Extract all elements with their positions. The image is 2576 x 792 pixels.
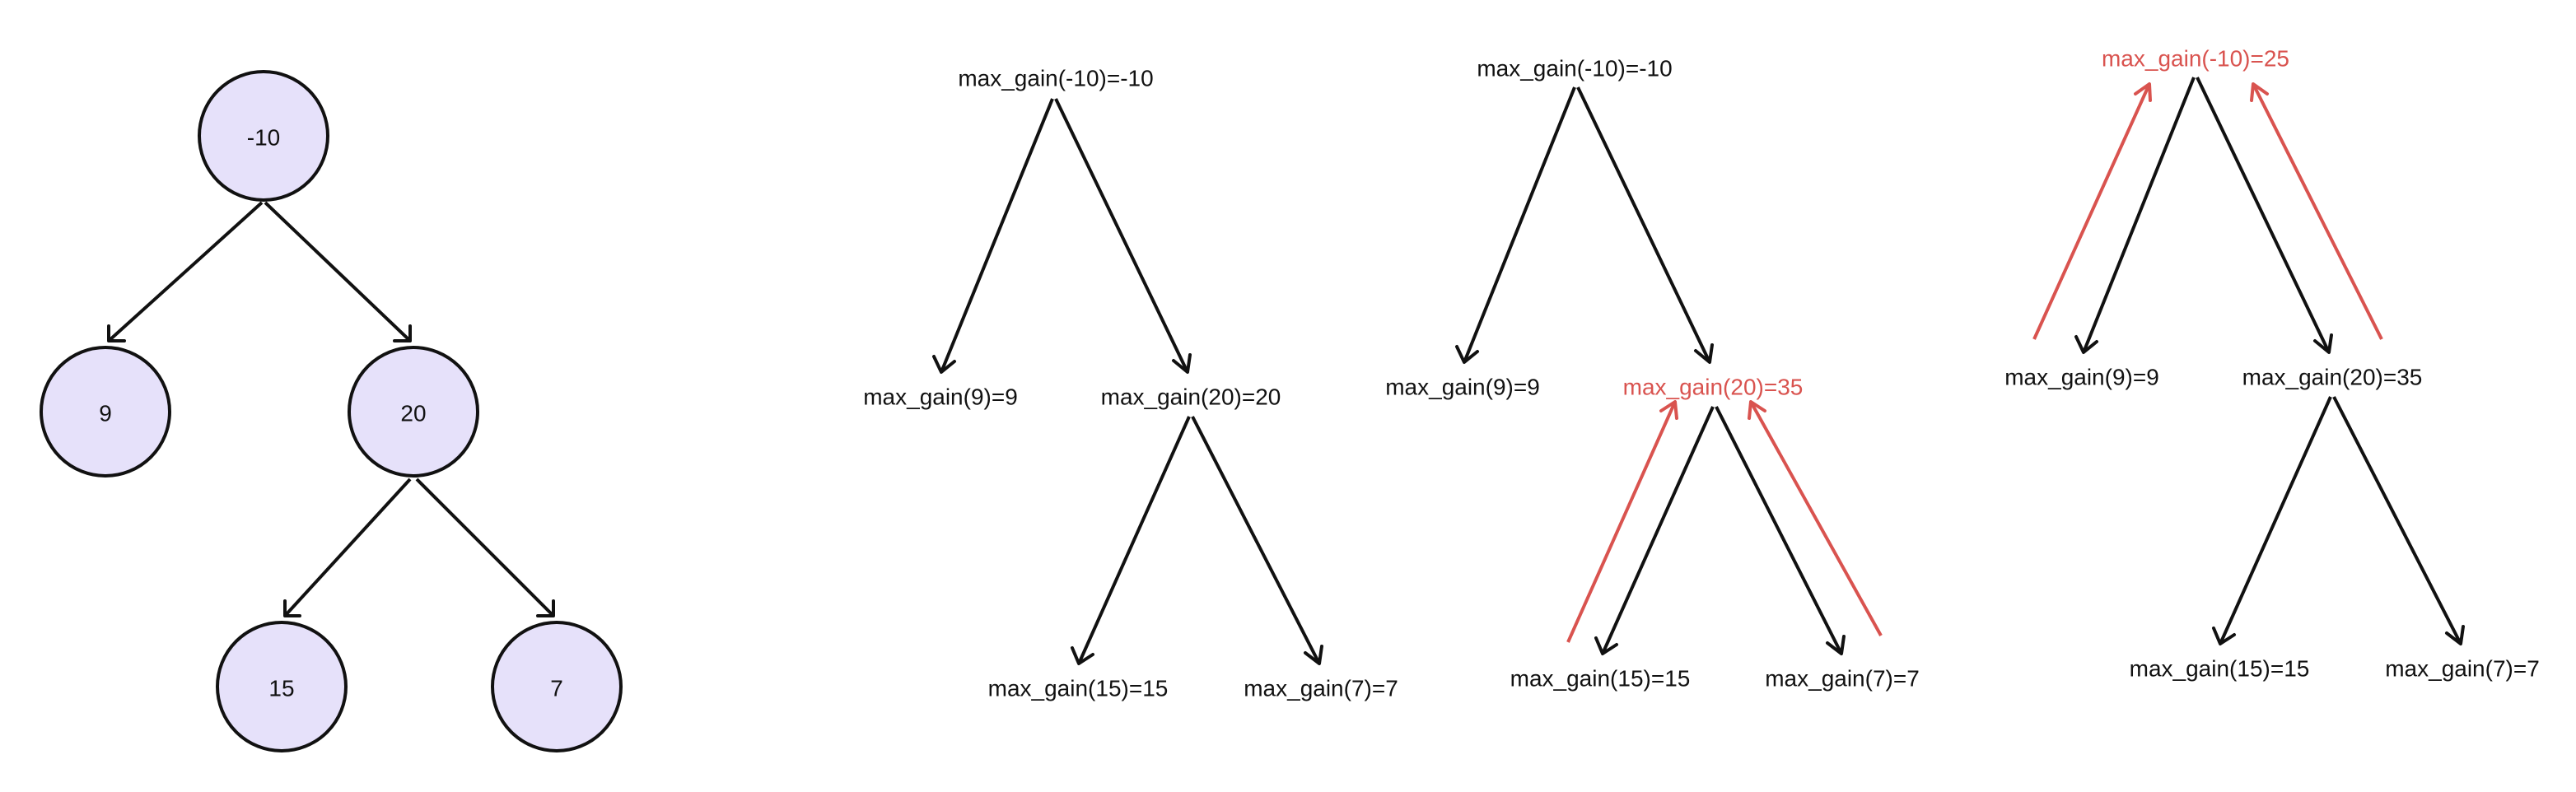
- panel-b-arrowhead-right-left: [1594, 636, 1618, 655]
- tree-arrowhead-root-left: [107, 324, 126, 342]
- panel-a-right-label: max_gain(20)=20: [1101, 384, 1281, 410]
- panel-c-edge-right-left: [2219, 396, 2332, 645]
- panel-a-arrowhead-root-right: [1172, 353, 1192, 374]
- panel-b-left-label: max_gain(9)=9: [1385, 375, 1540, 400]
- panel-b-right-right-label: max_gain(7)=7: [1765, 666, 1920, 692]
- panel-a: max_gain(-10)=-10 max_gain(9)=9 max_gain…: [863, 66, 1398, 701]
- panel-b-arrowhead-root-right: [1694, 343, 1714, 364]
- tree-arrowhead-root-right: [393, 324, 412, 342]
- panel-c-return-arrowhead-right: [2250, 82, 2269, 102]
- panel-b-edge-right-left: [1601, 406, 1715, 655]
- panel-c-right-label: max_gain(20)=35: [2242, 365, 2423, 390]
- panel-a-edge-right-right: [1191, 416, 1321, 664]
- panel-b-return-arrow-left: [1566, 401, 1677, 643]
- panel-b-return-arrow-right: [1749, 401, 1883, 636]
- panel-c-return-arrowhead-left: [2134, 82, 2152, 102]
- tree-node-right-left-label: 15: [268, 676, 294, 701]
- panel-a-edge-root-right: [1054, 98, 1189, 373]
- panel-b-arrowhead-root-left: [1455, 345, 1479, 364]
- panel-a-root-label: max_gain(-10)=-10: [958, 66, 1153, 91]
- panel-c-arrowhead-root-left: [2074, 335, 2098, 354]
- panel-b-return-arrowhead-left: [1659, 400, 1678, 420]
- panel-a-arrowhead-right-right: [1304, 645, 1323, 665]
- panel-c-edge-root-left: [2082, 77, 2196, 353]
- panel-a-left-label: max_gain(9)=9: [863, 384, 1018, 410]
- panel-b-return-arrowhead-right: [1748, 400, 1766, 420]
- panel-b-right-left-label: max_gain(15)=15: [1510, 666, 1691, 692]
- panel-a-right-left-label: max_gain(15)=15: [988, 676, 1169, 701]
- tree-node-root-label: -10: [247, 125, 280, 151]
- tree-node-root: -10: [198, 70, 329, 202]
- tree-node-left: 9: [40, 346, 171, 478]
- binary-tree: -10 9 20 15 7: [40, 70, 623, 752]
- panel-c-right-right-label: max_gain(7)=7: [2385, 656, 2540, 682]
- tree-edge-right-right: [415, 478, 555, 617]
- panel-b-right-label: max_gain(20)=35: [1623, 375, 1804, 400]
- panel-c-arrowhead-root-right: [2313, 333, 2333, 354]
- tree-edge-root-right: [264, 201, 412, 342]
- tree-node-right-right-label: 7: [550, 676, 563, 701]
- panel-c-arrowhead-right-left: [2212, 627, 2236, 645]
- panel-a-edge-right-left: [1077, 416, 1191, 664]
- tree-node-right-label: 20: [400, 401, 426, 426]
- panel-c-return-arrow-left: [2032, 83, 2151, 340]
- panel-a-arrowhead-right-left: [1071, 646, 1094, 665]
- panel-c: max_gain(-10)=25 max_gain(9)=9 max_gain(…: [2004, 46, 2540, 682]
- panel-a-arrowhead-root-left: [932, 355, 956, 374]
- panel-c-arrowhead-right-right: [2445, 625, 2465, 645]
- tree-node-left-label: 9: [99, 401, 112, 426]
- panel-b-edge-right-right: [1715, 406, 1843, 655]
- panel-c-left-label: max_gain(9)=9: [2004, 365, 2159, 390]
- tree-edge-root-left: [107, 201, 264, 342]
- tree-node-right-right: 7: [491, 621, 623, 752]
- panel-a-right-right-label: max_gain(7)=7: [1244, 676, 1398, 701]
- panel-c-edge-root-right: [2196, 77, 2331, 353]
- panel-c-right-left-label: max_gain(15)=15: [2130, 656, 2310, 682]
- panel-c-return-arrow-right: [2252, 83, 2383, 340]
- panel-c-edge-right-right: [2332, 396, 2462, 645]
- tree-arrowhead-right-right: [536, 599, 555, 617]
- panel-c-root-label: max_gain(-10)=25: [2102, 46, 2289, 72]
- panel-b-root-label: max_gain(-10)=-10: [1477, 56, 1672, 82]
- tree-node-right: 20: [348, 346, 479, 478]
- tree-arrowhead-right-left: [283, 599, 301, 617]
- tree-node-right-left: 15: [216, 621, 348, 752]
- panel-b-edge-root-left: [1463, 86, 1576, 363]
- panel-a-edge-root-left: [940, 98, 1054, 373]
- panel-b-edge-root-right: [1576, 86, 1711, 363]
- tree-edge-right-left: [283, 478, 412, 617]
- panel-b-arrowhead-right-right: [1826, 635, 1846, 655]
- panel-b: max_gain(-10)=-10 max_gain(9)=9 max_gain…: [1385, 56, 1920, 692]
